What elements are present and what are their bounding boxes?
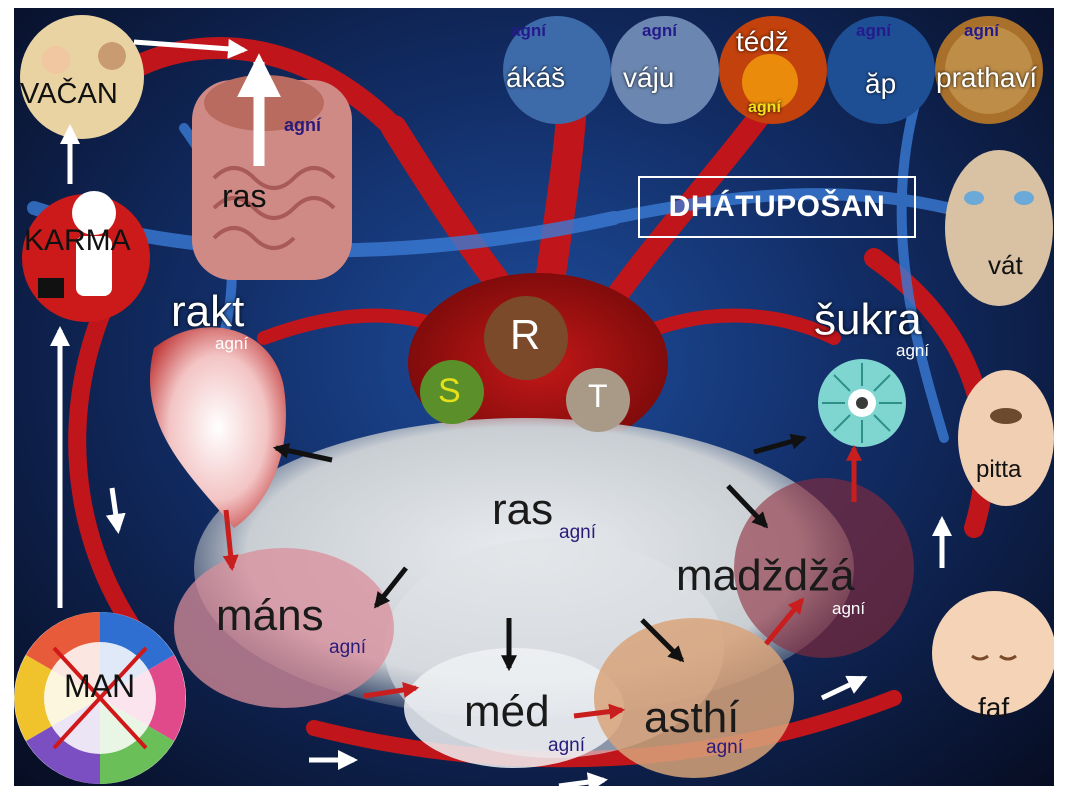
ras-agni-label: agní (559, 523, 596, 542)
mans-agni-label: agní (329, 638, 366, 657)
asthi-agni-label: agní (706, 738, 743, 757)
med-agni-label: agní (548, 736, 585, 755)
karma-label: KARMA (24, 226, 131, 256)
tedz-agni-label: agní (748, 100, 781, 116)
akas-agni-label: agní (511, 22, 546, 39)
vaju-label: váju (623, 64, 674, 92)
man-label: MAN (64, 670, 135, 702)
asthi-label: asthí (644, 696, 739, 740)
ras-label: ras (492, 488, 553, 532)
vat-label: vát (988, 252, 1023, 278)
vacan-circle (20, 15, 144, 139)
mans-label: máns (216, 594, 324, 638)
ap-agni-label: agní (856, 22, 891, 39)
tedz-label: tédž (736, 28, 789, 56)
guna-s-label: S (438, 374, 461, 408)
madzdza-label: madždžá (676, 554, 855, 598)
sukra-agni-label: agní (896, 342, 929, 359)
guna-r-label: R (510, 314, 540, 356)
pitta-face (958, 370, 1054, 506)
med-label: méd (464, 690, 550, 734)
diagram-graphics (14, 8, 1054, 786)
diagram-canvas: DHÁTUPOŠAN agní ákáš agní váju tédž agní… (14, 8, 1054, 786)
prathavi-label: prathaví (936, 64, 1037, 92)
diagram-title: DHÁTUPOŠAN (638, 176, 916, 238)
prathavi-agni-label: agní (964, 22, 999, 39)
rakt-agni-label: agní (215, 335, 248, 352)
rakt-label: rakt (171, 290, 244, 334)
akas-label: ákáš (506, 64, 565, 92)
sukra-label: šukra (814, 298, 922, 342)
vat-face (945, 150, 1053, 306)
intestines-shape (192, 75, 352, 280)
vacan-label: VAČAN (20, 80, 118, 109)
guna-t-label: T (588, 380, 608, 412)
ap-label: ăp (865, 70, 896, 98)
digestion-ras-label: ras (222, 180, 266, 212)
faf-label: faf (978, 694, 1009, 722)
sukra-shape (818, 359, 906, 447)
pitta-label: pitta (976, 458, 1021, 482)
vaju-agni-label: agní (642, 22, 677, 39)
madzdza-agni-label: agní (832, 600, 865, 617)
digestion-agni-label: agní (284, 116, 321, 134)
